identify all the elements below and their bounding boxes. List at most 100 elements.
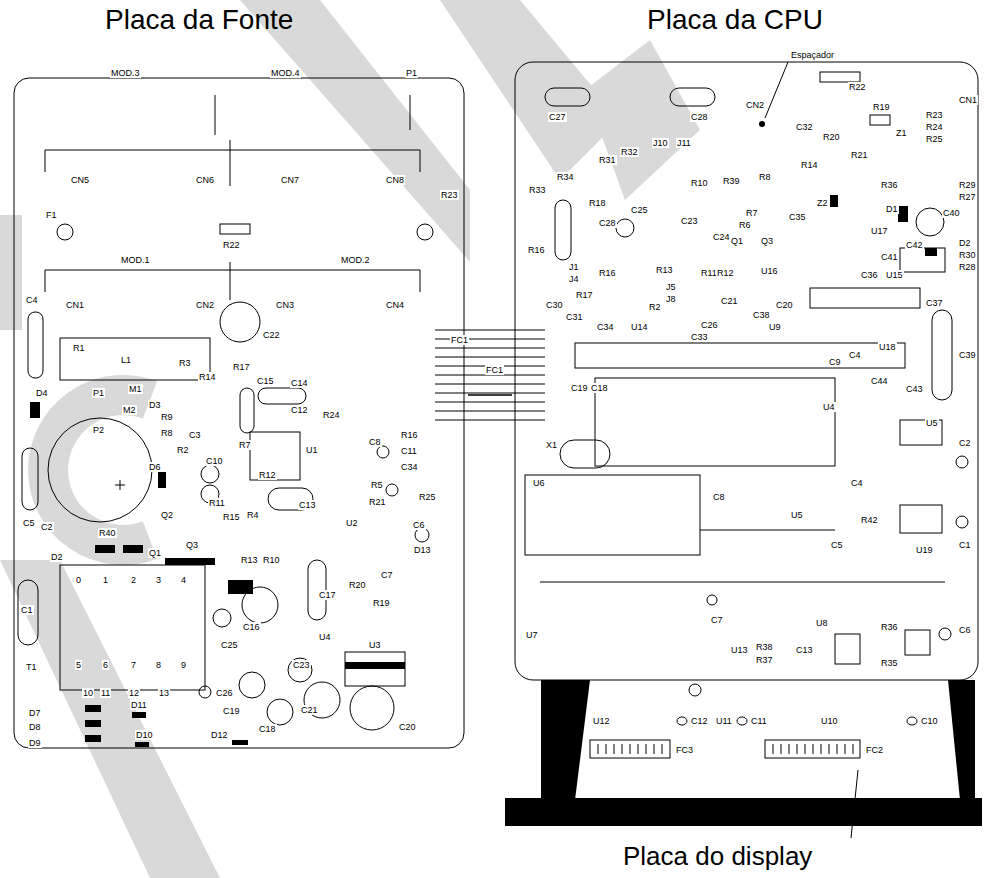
component-label: R11 <box>208 498 226 508</box>
component-label: P2 <box>92 425 105 435</box>
component-label: R33 <box>528 185 547 195</box>
component-label: CN3 <box>275 300 295 310</box>
component-label: C25 <box>630 205 649 215</box>
component-label: R21 <box>850 150 869 160</box>
component-label: CN8 <box>385 175 405 185</box>
component-label: D6 <box>148 462 162 472</box>
component-label: R1 <box>72 343 86 353</box>
component-label: D9 <box>28 738 42 748</box>
component-label: R39 <box>722 176 741 186</box>
component-label: C3 <box>188 430 202 440</box>
component-label: C23 <box>680 216 699 226</box>
component-label: C35 <box>788 212 807 222</box>
component-label: C27 <box>548 112 567 122</box>
component-label: U3 <box>368 640 382 650</box>
component-label: D2 <box>50 552 64 562</box>
component-label: R15 <box>222 512 241 522</box>
component-label: C11 <box>400 446 418 456</box>
component-label: 4 <box>180 575 187 585</box>
display-board <box>505 680 982 826</box>
component-label: R7 <box>745 208 759 218</box>
component-label: R8 <box>160 428 174 438</box>
component-label: D7 <box>28 708 42 718</box>
component-label: R13 <box>240 555 259 565</box>
component-label: R4 <box>246 510 260 520</box>
component-label: CN1 <box>65 300 85 310</box>
component-label: C14 <box>290 378 309 388</box>
component-label: M2 <box>122 405 137 415</box>
component-label: FC1 <box>450 335 469 345</box>
flat-cable-connector <box>468 394 512 396</box>
component-label: U14 <box>630 322 649 332</box>
cpu-board-outline <box>515 62 978 838</box>
component-label: CN4 <box>385 300 405 310</box>
component-label: C21 <box>720 296 739 306</box>
component-label: R22 <box>848 82 867 92</box>
component-label: U16 <box>760 266 779 276</box>
component-label: 7 <box>130 660 137 670</box>
component-label: R20 <box>348 580 367 590</box>
component-label: U5 <box>790 510 804 520</box>
board-title: Placa do display <box>623 842 812 871</box>
component-label: M1 <box>128 384 143 394</box>
component-label: C5 <box>830 540 844 550</box>
component-label: R3 <box>178 358 192 368</box>
component-label: C18 <box>258 724 277 734</box>
component-label: C4 <box>848 350 862 360</box>
component-label: L1 <box>120 355 132 365</box>
component-label: C12 <box>290 405 309 415</box>
component-label: R16 <box>400 430 419 440</box>
component-label: R12 <box>258 470 277 480</box>
component-label: CN2 <box>745 100 765 110</box>
component-label: 12 <box>128 688 140 698</box>
component-label: R29 <box>958 180 977 190</box>
component-label: R36 <box>880 622 899 632</box>
component-label: R13 <box>655 265 674 275</box>
component-label: R10 <box>690 178 709 188</box>
component-label: C6 <box>412 520 426 530</box>
component-label: 6 <box>102 660 109 670</box>
component-label: C10 <box>920 716 939 726</box>
component-label: C7 <box>380 570 394 580</box>
component-label: CN7 <box>280 175 300 185</box>
component-label: R42 <box>860 515 879 525</box>
component-label: D12 <box>210 730 229 740</box>
component-label: C40 <box>942 208 961 218</box>
component-label: 8 <box>155 660 162 670</box>
component-label: 10 <box>82 688 94 698</box>
component-label: R28 <box>958 262 977 272</box>
component-label: R2 <box>176 445 190 455</box>
component-label: R36 <box>880 180 899 190</box>
component-label: C24 <box>712 232 731 242</box>
component-label: R16 <box>598 268 617 278</box>
component-label: J10 <box>652 138 669 148</box>
component-label: R22 <box>222 240 241 250</box>
component-label: C19 <box>570 383 589 393</box>
component-label: MOD.1 <box>120 255 151 265</box>
component-label: D11 <box>130 700 148 710</box>
component-label: C43 <box>905 384 924 394</box>
component-label: C13 <box>298 500 317 510</box>
component-label: X1 <box>545 440 558 450</box>
component-label: C34 <box>596 322 615 332</box>
component-label: U8 <box>815 618 829 628</box>
component-label: R10 <box>262 555 281 565</box>
component-label: MOD.2 <box>340 255 371 265</box>
component-label: CN5 <box>70 175 90 185</box>
component-label: U17 <box>870 226 889 236</box>
component-label: C15 <box>256 376 275 386</box>
component-label: 2 <box>130 575 137 585</box>
component-label: FC2 <box>865 745 884 755</box>
component-label: R27 <box>958 192 977 202</box>
component-label: C34 <box>400 462 419 472</box>
component-label: C28 <box>690 112 709 122</box>
component-label: R17 <box>232 362 251 372</box>
component-label: R8 <box>758 172 772 182</box>
board-region: Placa do display <box>505 682 982 876</box>
component-label: D3 <box>148 400 162 410</box>
component-label: CN6 <box>195 175 215 185</box>
component-label: U13 <box>730 645 749 655</box>
component-label: R37 <box>755 655 774 665</box>
component-label: C20 <box>775 300 794 310</box>
